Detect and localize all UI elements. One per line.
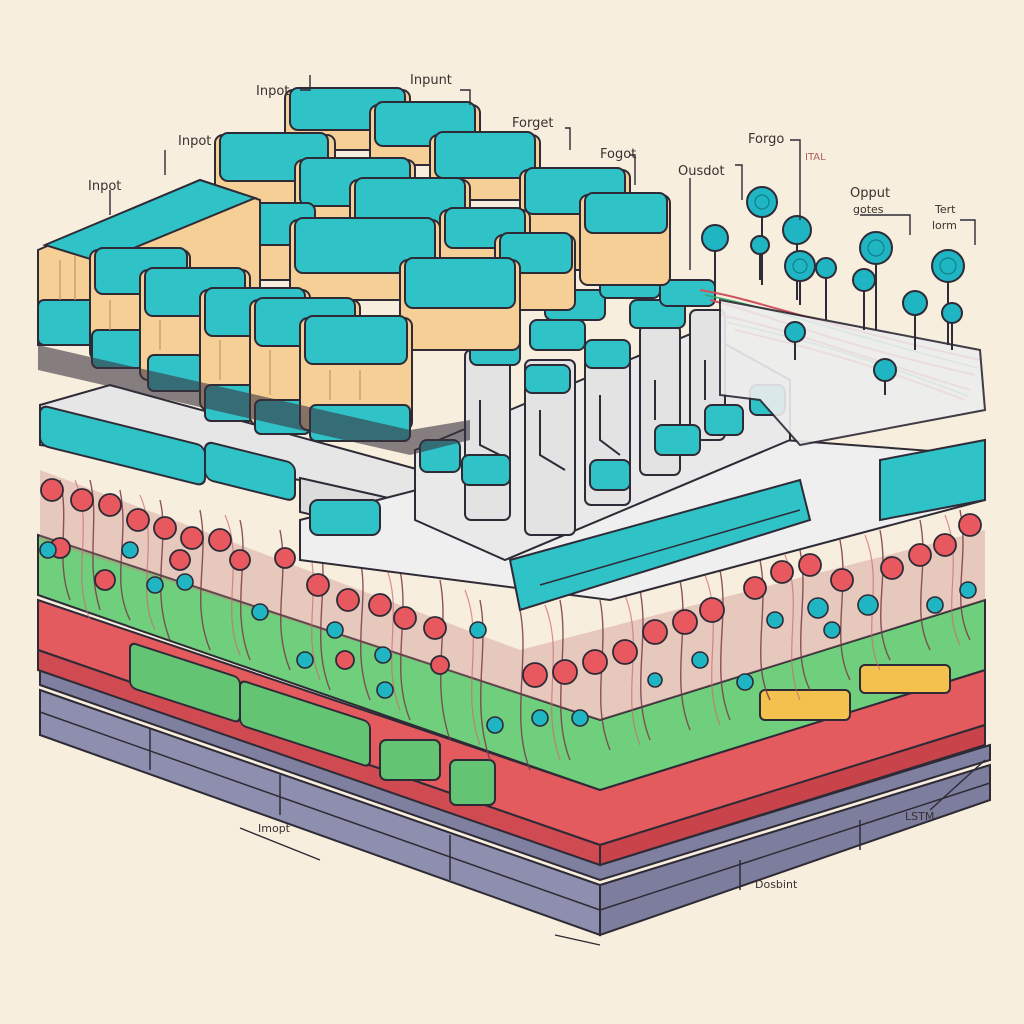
label-text-1: Tert <box>934 203 956 216</box>
label-bottom-mid: Dosbint <box>755 878 798 891</box>
label-faint-top: ITAL <box>805 152 826 163</box>
leader-lines <box>109 75 986 946</box>
labels: Inpot Inpot Inpot Inpunt Forget Fogot Fo… <box>88 73 957 891</box>
label-forget-2: Fogot <box>600 147 636 162</box>
label-output-gates-2: gotes <box>853 203 884 216</box>
label-forget-1: Forget <box>512 116 553 131</box>
gate-pins <box>699 186 987 447</box>
label-input-2: Inpot <box>178 134 211 149</box>
neuron-mesh <box>39 470 985 771</box>
label-text-2: lorm <box>932 219 957 232</box>
label-input-4: Inpunt <box>410 73 452 88</box>
label-bottom-right: LSTM <box>905 810 934 823</box>
base-slate-layer <box>39 668 991 937</box>
label-output-gates-1: Opput <box>850 186 890 201</box>
label-bottom-left: Imopt <box>258 822 291 835</box>
right-platform <box>299 428 986 612</box>
label-output-1: Ousdot <box>678 164 725 179</box>
base-green-layer <box>37 533 986 806</box>
top-modules <box>37 87 671 455</box>
label-input-1: Inpot <box>88 179 121 194</box>
label-forget-3: Forgo <box>748 132 784 147</box>
label-input-3: Inpot <box>256 84 289 99</box>
